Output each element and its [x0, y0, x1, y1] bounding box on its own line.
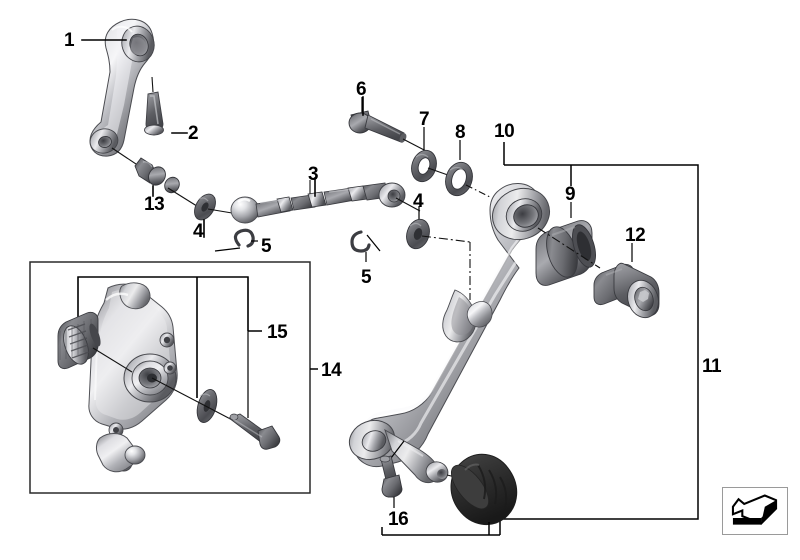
part-pivot-bolt	[144, 76, 164, 136]
part-ball-joint-pin	[111, 147, 201, 209]
callout-16: 16	[388, 509, 409, 530]
callout-3: 3	[308, 164, 319, 185]
bracket-11	[500, 142, 699, 520]
callout-12: 12	[625, 225, 646, 246]
callout-13: 13	[144, 194, 165, 215]
part-circlip-5-left	[214, 228, 258, 252]
callout-7: 7	[419, 109, 430, 130]
view-arrow-glyph	[731, 494, 778, 525]
callout-6: 6	[356, 79, 367, 100]
part-torx-pivot-screw	[593, 243, 660, 319]
callout-9: 9	[565, 184, 576, 205]
leader-lines	[81, 39, 364, 238]
callout-4-upper: 4	[193, 221, 204, 242]
part-washer-8	[445, 140, 493, 199]
callout-11: 11	[702, 356, 722, 377]
part-shift-shaft-cover-assembly	[88, 282, 178, 473]
callout-15: 15	[267, 322, 288, 343]
callout-5-right: 5	[361, 267, 372, 288]
view-direction-icon	[722, 487, 788, 535]
part-circlip-5-right	[350, 230, 381, 262]
part-footrest-rubber	[450, 453, 518, 535]
callout-4-lower: 4	[413, 191, 424, 212]
callout-1: 1	[64, 30, 75, 51]
callout-5-left: 5	[261, 236, 272, 257]
callout-8: 8	[455, 122, 466, 143]
part-gearshift-lever-main	[348, 183, 550, 484]
part-inset-hex-bolt	[228, 277, 281, 450]
callout-14: 14	[321, 360, 342, 381]
part-splined-pinion-gear	[57, 277, 133, 373]
part-inset-washer	[151, 277, 241, 425]
part-footrest-retaining-pin	[379, 440, 405, 508]
inset-frame-box-14	[29, 261, 311, 494]
part-adjustable-push-rod	[230, 180, 421, 224]
part-washer-7	[411, 127, 463, 183]
callout-2: 2	[188, 123, 199, 144]
part-washer-4-lower	[406, 206, 471, 300]
part-hex-flange-bolt	[348, 97, 429, 153]
part-shift-lever-arm	[89, 18, 155, 157]
part-washer-4-upper	[194, 193, 239, 221]
callout-10: 10	[494, 121, 515, 142]
part-bushing-sleeve	[535, 202, 601, 286]
